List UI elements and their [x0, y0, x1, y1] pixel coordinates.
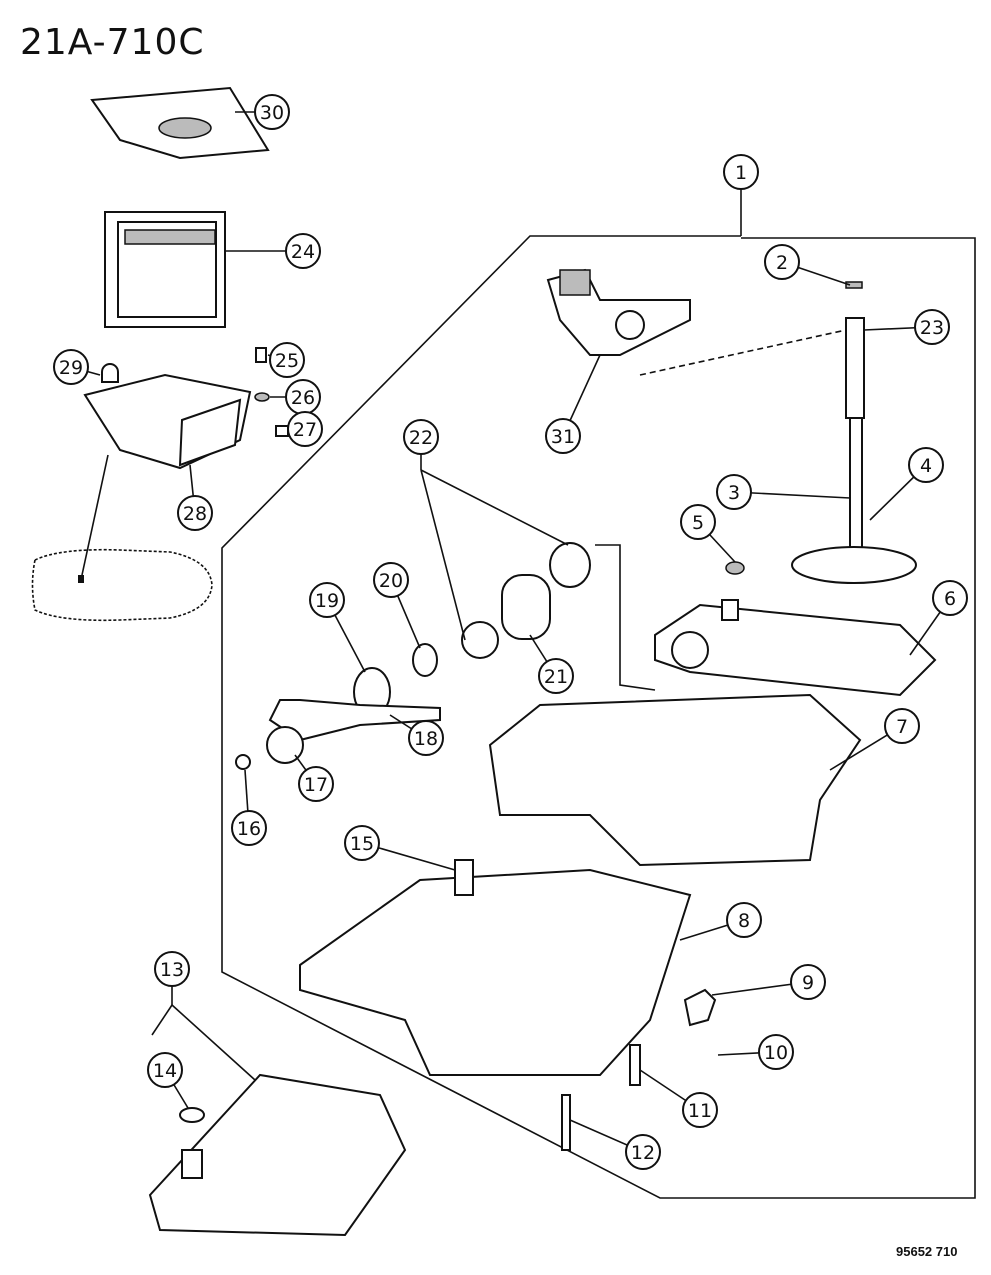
callout-16: 16 — [231, 810, 267, 846]
callout-number: 29 — [59, 357, 83, 379]
callout-number: 28 — [183, 503, 207, 525]
callout-15: 15 — [344, 825, 380, 861]
plug-5 — [725, 561, 745, 575]
callout-30: 30 — [254, 94, 290, 130]
bracket-line — [171, 1004, 256, 1081]
callout-number: 24 — [291, 241, 315, 263]
screw-27 — [275, 425, 289, 437]
callout-4: 4 — [908, 447, 944, 483]
bolt-12 — [561, 1094, 571, 1151]
callout-11: 11 — [682, 1092, 718, 1128]
bolt-11 — [629, 1044, 641, 1086]
callout-number: 8 — [738, 910, 750, 932]
callout-number: 22 — [409, 427, 433, 449]
leader-lines — [70, 111, 951, 1153]
manual-valve-shaft — [791, 281, 917, 584]
control-module-24 — [104, 211, 226, 328]
callout-number: 9 — [802, 972, 814, 994]
callout-number: 10 — [764, 1042, 788, 1064]
callout-number: 6 — [944, 588, 956, 610]
callout-number: 5 — [692, 512, 704, 534]
callout-number: 4 — [920, 455, 932, 477]
valve-body-upper-6 — [654, 599, 937, 697]
callout-number: 27 — [293, 419, 317, 441]
separator-plate-7 — [488, 693, 862, 867]
sensor-31 — [546, 268, 691, 356]
callout-number: 17 — [304, 774, 328, 796]
callouts: 1234567891011121314151617181920212223242… — [53, 94, 968, 1170]
callout-26: 26 — [285, 379, 321, 415]
bracket-line — [151, 1004, 173, 1036]
callout-number: 11 — [688, 1100, 712, 1122]
callout-number: 20 — [379, 570, 403, 592]
callout-29: 29 — [53, 349, 89, 385]
callout-number: 13 — [160, 959, 184, 981]
callout-number: 19 — [315, 590, 339, 612]
callout-number: 18 — [414, 728, 438, 750]
assembly-outline — [221, 235, 976, 1199]
washer-26 — [254, 392, 270, 402]
callout-24: 24 — [285, 233, 321, 269]
callout-number: 26 — [291, 387, 315, 409]
callout-number: 3 — [728, 482, 740, 504]
callout-number: 7 — [896, 716, 908, 738]
callout-23: 23 — [914, 309, 950, 345]
callout-8: 8 — [726, 902, 762, 938]
callout-number: 16 — [237, 818, 261, 840]
callout-18: 18 — [408, 720, 444, 756]
callout-number: 12 — [631, 1142, 655, 1164]
callout-25: 25 — [269, 342, 305, 378]
bracket-line — [420, 469, 569, 546]
leader-line-3 — [733, 491, 851, 499]
callout-number: 23 — [920, 317, 944, 339]
callout-number: 25 — [275, 350, 299, 372]
callout-7: 7 — [884, 708, 920, 744]
vehicle-outline — [31, 454, 213, 622]
callout-17: 17 — [298, 766, 334, 802]
callout-27: 27 — [287, 411, 323, 447]
bracket-28 — [83, 373, 252, 470]
callout-3: 3 — [716, 474, 752, 510]
callout-number: 1 — [735, 162, 747, 184]
callout-5: 5 — [680, 504, 716, 540]
callout-number: 21 — [544, 666, 568, 688]
bracket-line — [420, 469, 466, 641]
callout-28: 28 — [177, 495, 213, 531]
callout-number: 14 — [153, 1060, 177, 1082]
callout-number: 15 — [350, 833, 374, 855]
callout-number: 30 — [260, 102, 284, 124]
clip-29 — [101, 363, 119, 383]
callout-number: 2 — [776, 252, 788, 274]
callout-21: 21 — [538, 658, 574, 694]
drawing-code: 95652 710 — [896, 1244, 958, 1259]
lever-18 — [235, 699, 441, 770]
callout-13: 13 — [154, 951, 190, 987]
cover-plate-30 — [90, 86, 270, 160]
callout-19: 19 — [309, 582, 345, 618]
callout-1: 1 — [723, 154, 759, 190]
callout-22: 22 — [403, 419, 439, 455]
valve-body-lower-8 — [299, 859, 692, 1076]
filter-13 — [148, 1073, 407, 1237]
callout-9: 9 — [790, 964, 826, 1000]
bolt-25 — [255, 347, 267, 363]
spring-9 — [683, 988, 717, 1027]
leader-dashed — [639, 329, 847, 376]
callout-number: 31 — [551, 426, 575, 448]
diagram-id: 21A-710C — [20, 22, 205, 63]
callout-14: 14 — [147, 1052, 183, 1088]
callout-6: 6 — [932, 580, 968, 616]
callout-31: 31 — [545, 418, 581, 454]
callout-10: 10 — [758, 1034, 794, 1070]
callout-12: 12 — [625, 1134, 661, 1170]
solenoid-springs — [353, 542, 656, 717]
callout-20: 20 — [373, 562, 409, 598]
callout-2: 2 — [764, 244, 800, 280]
